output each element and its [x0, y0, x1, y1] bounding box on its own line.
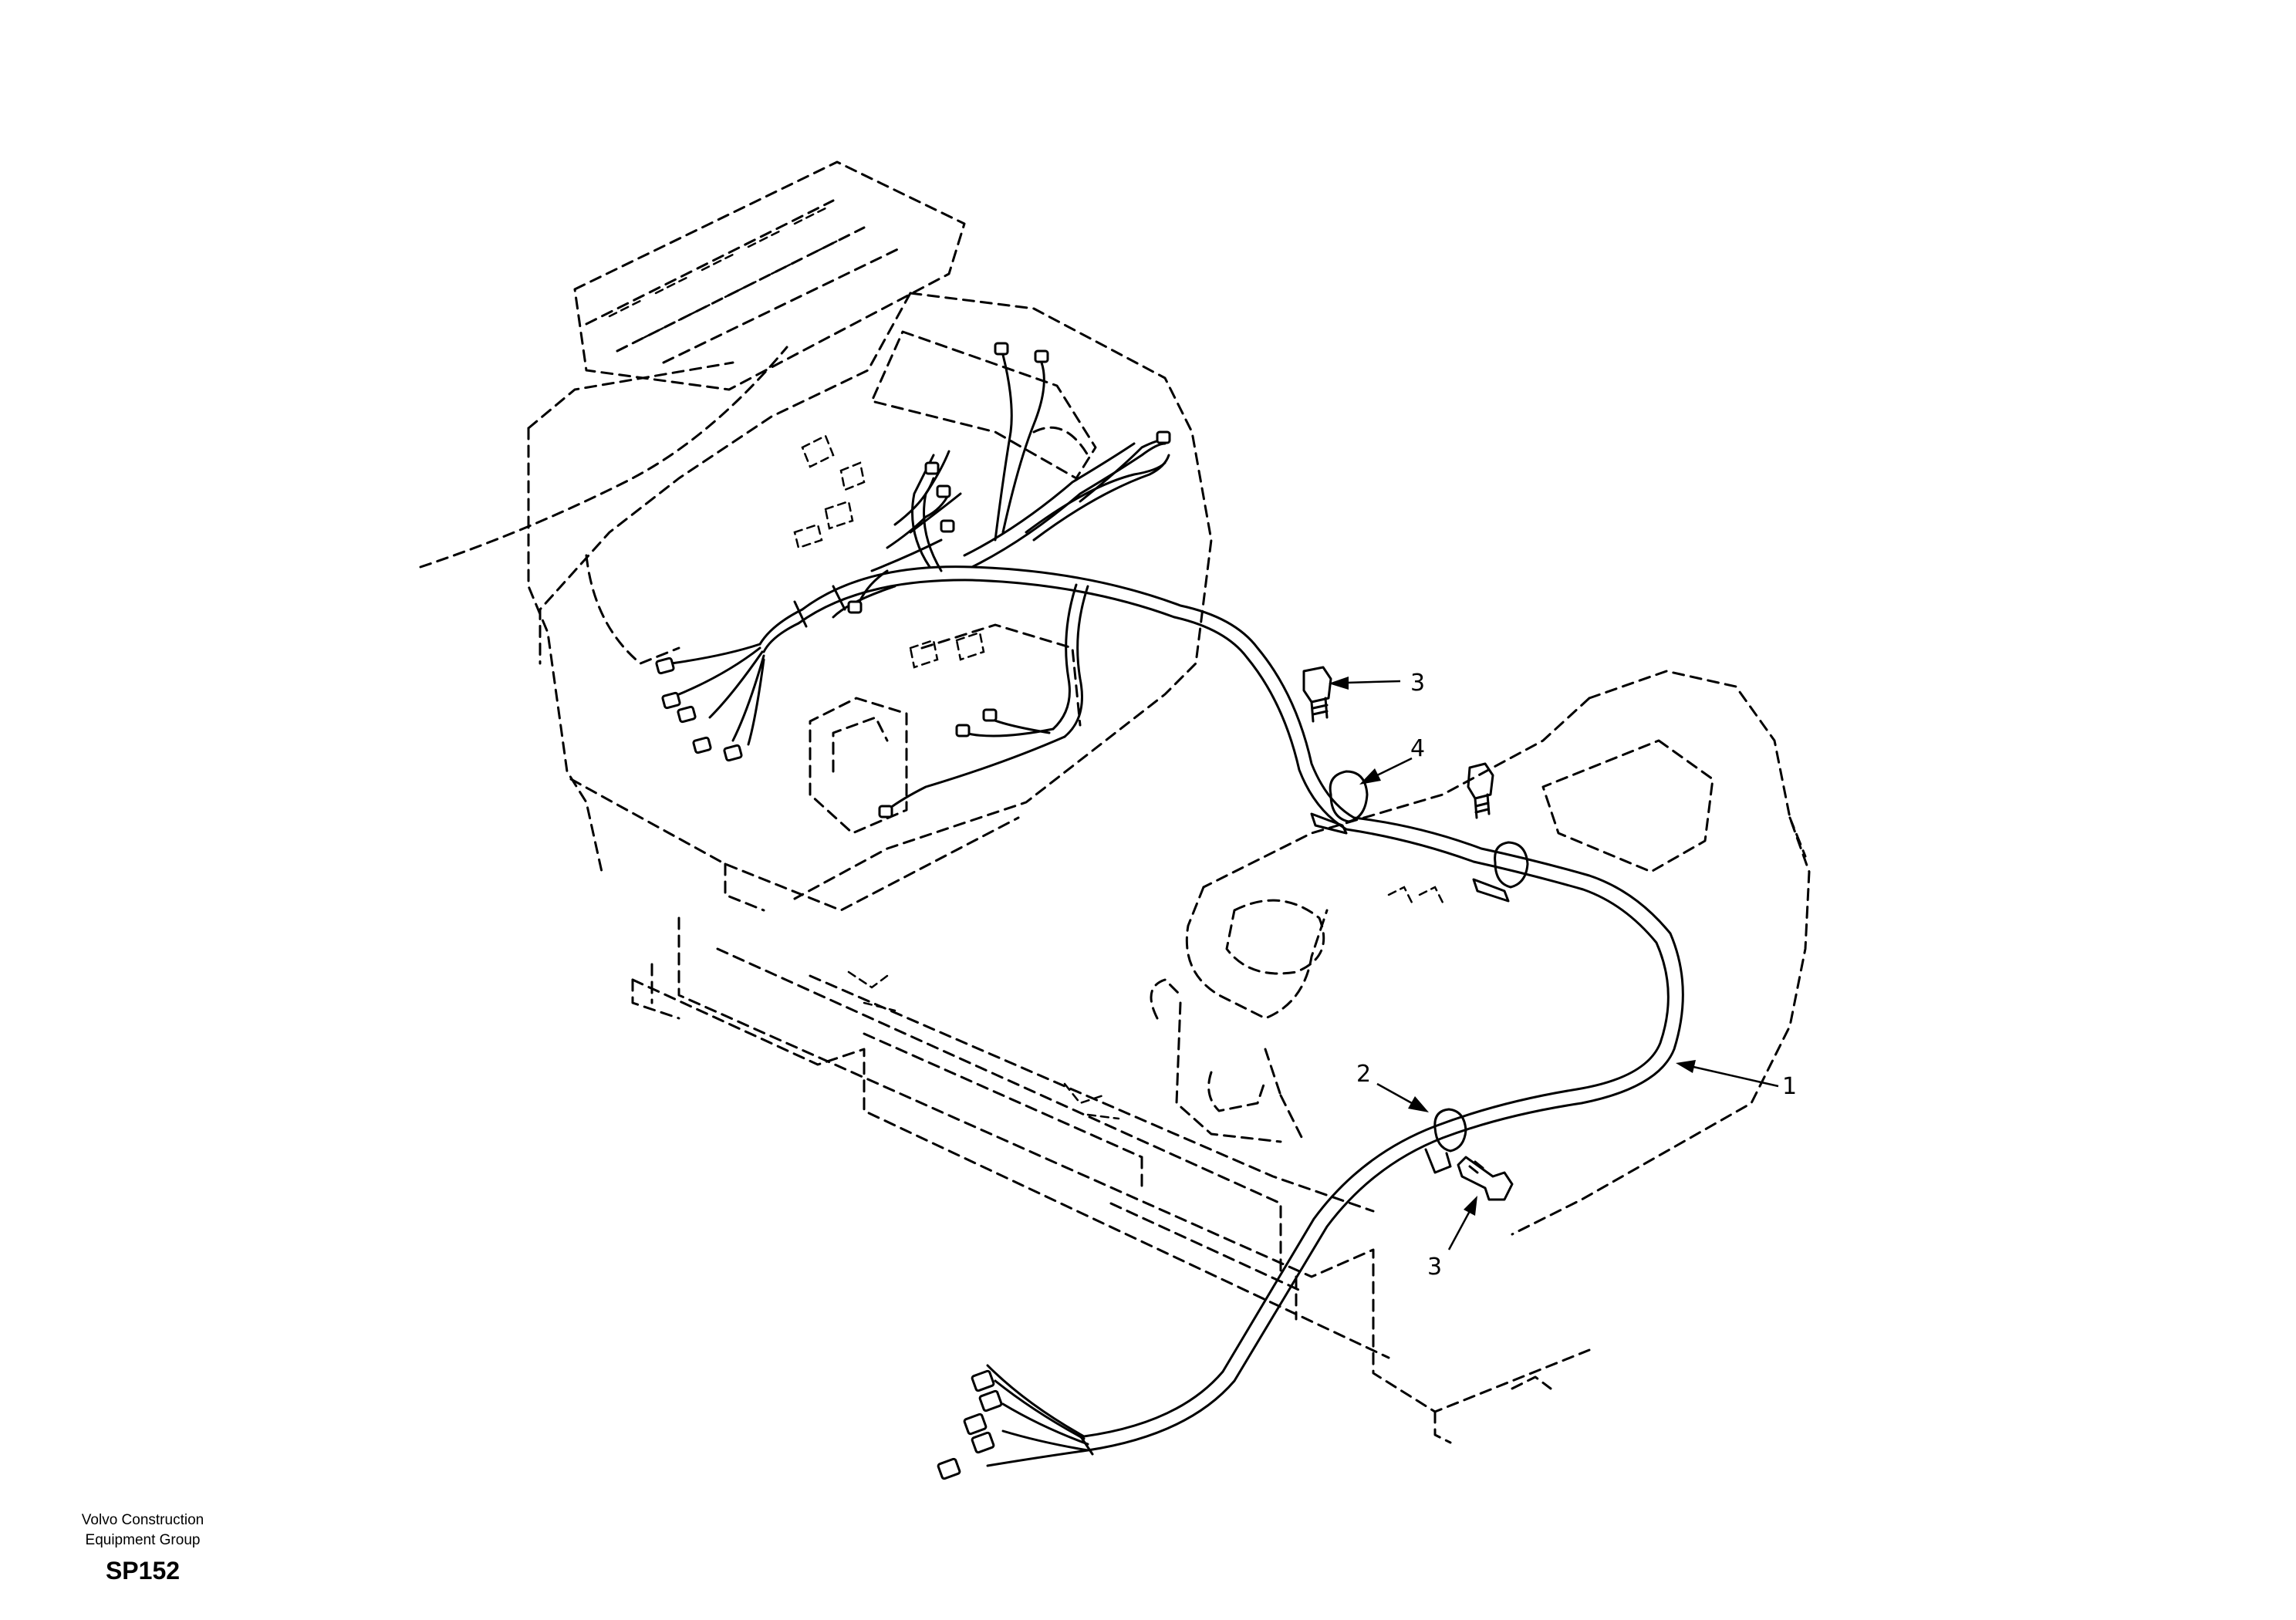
bolt-item-3-upper [1302, 666, 1332, 723]
clamp-item-4 [1310, 770, 1369, 835]
cab-connector-details [793, 434, 985, 669]
harness-connectors [655, 342, 1171, 1480]
callout-leaders [1329, 677, 1779, 1250]
callout-1: 1 [1782, 1073, 1797, 1100]
callout-3-lower: 3 [1427, 1254, 1442, 1281]
clamp-item-2 [1424, 1108, 1467, 1174]
drawing-code: SP152 [105, 1557, 181, 1585]
cab-outline-dashed [419, 160, 1811, 1444]
bolt-item-3-middle [1467, 762, 1494, 819]
wiring-harness-1 [670, 353, 1684, 1467]
bolt-item-3-lower [1457, 1156, 1514, 1201]
callout-3-upper: 3 [1410, 670, 1425, 697]
clamp-item-4b [1472, 841, 1529, 903]
callout-4: 4 [1410, 735, 1425, 762]
callout-2: 2 [1356, 1061, 1371, 1088]
callout-labels: 3 4 1 2 3 [1356, 670, 1797, 1281]
footer-org-line2: Equipment Group [85, 1532, 201, 1548]
footer-org-line1: Volvo Construction [81, 1512, 204, 1528]
